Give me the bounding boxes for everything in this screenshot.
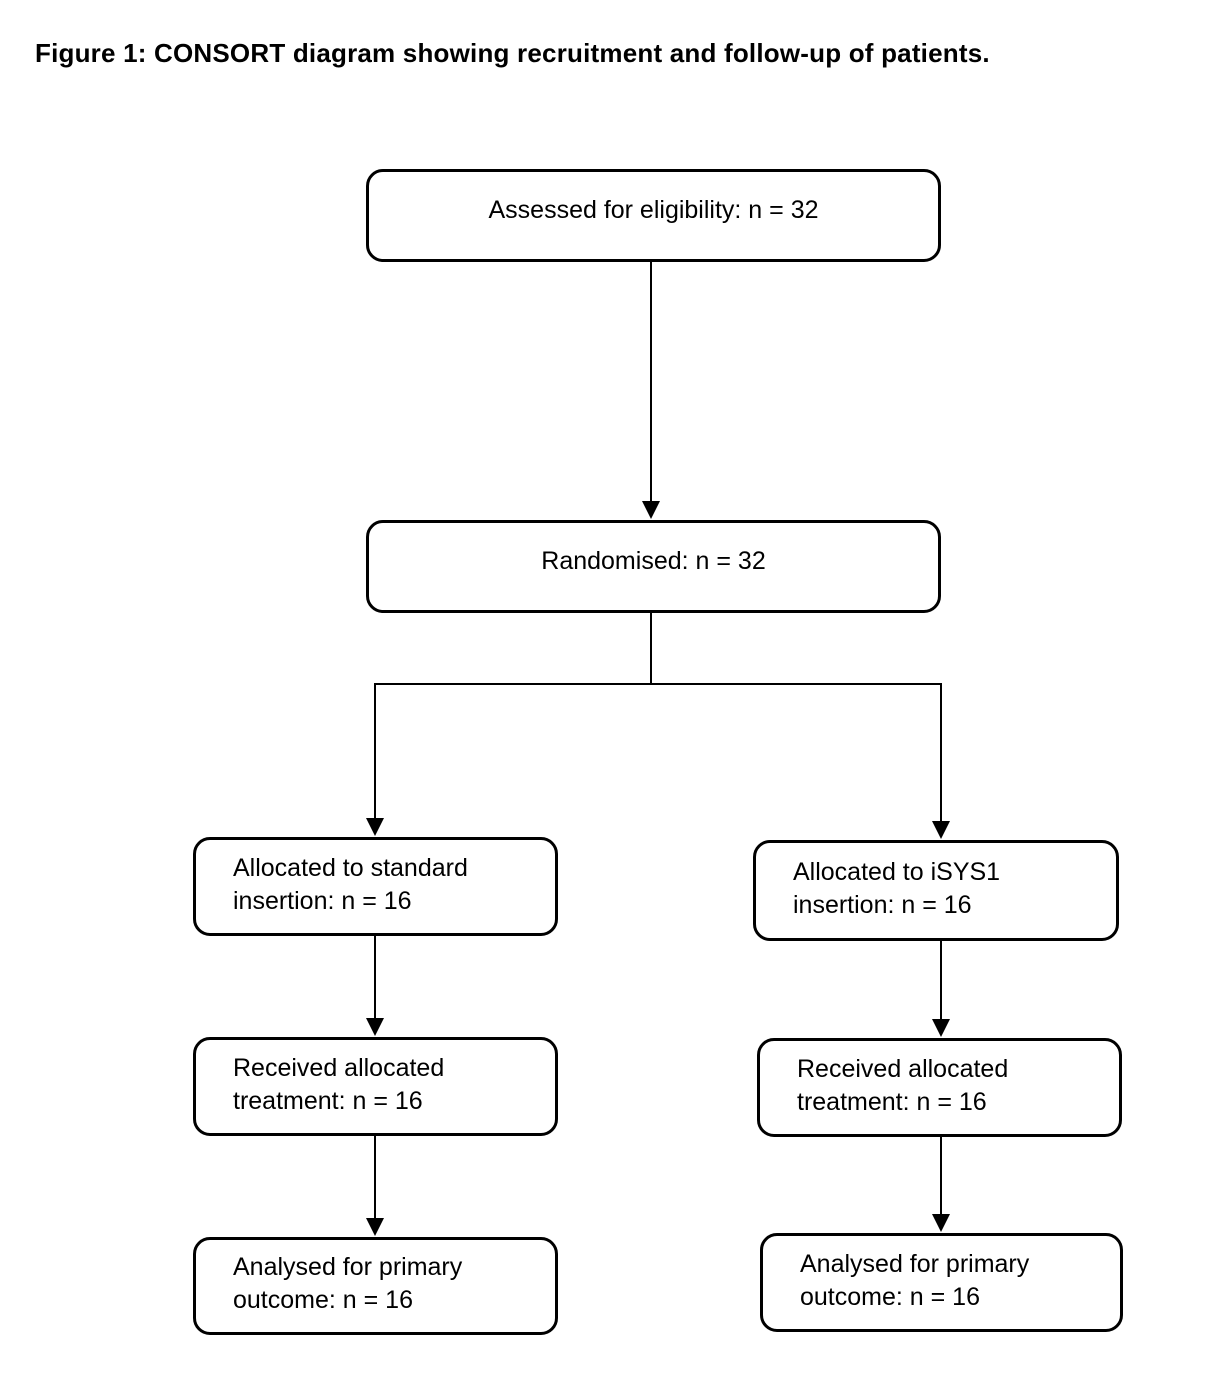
node-label: Allocated to standard insertion: n = 16: [233, 853, 468, 915]
node-label: Received allocated treatment: n = 16: [797, 1054, 1009, 1116]
node-label: Assessed for eligibility: n = 32: [488, 196, 819, 224]
edge-allocated-received-isys1: [932, 941, 950, 1037]
node-analysed-primary-outcome-standard: Analysed for primary outcome: n = 16: [193, 1237, 558, 1335]
node-label: Allocated to iSYS1 insertion: n = 16: [793, 857, 1001, 919]
node-randomised: Randomised: n = 32: [366, 520, 941, 613]
edge-allocated-received-standard: [366, 936, 384, 1036]
edge-split-allocated-isys1: [932, 683, 950, 839]
edge-assessed-randomised: [642, 262, 660, 519]
node-label: Analysed for primary outcome: n = 16: [233, 1253, 463, 1314]
node-assessed-for-eligibility: Assessed for eligibility: n = 32: [366, 169, 941, 262]
node-label: Received allocated treatment: n = 16: [233, 1053, 445, 1115]
node-allocated-isys1-insertion: Allocated to iSYS1 insertion: n = 16: [753, 840, 1119, 941]
node-received-treatment-isys1: Received allocated treatment: n = 16: [757, 1038, 1122, 1137]
node-label: Analysed for primary outcome: n = 16: [800, 1249, 1030, 1311]
edge-received-analysed-standard: [366, 1136, 384, 1236]
edge-received-analysed-isys1: [932, 1137, 950, 1232]
edge-split-allocated-standard: [366, 683, 384, 836]
edge-randomised-split: [375, 613, 941, 685]
node-label: Randomised: n = 32: [541, 547, 766, 575]
node-analysed-primary-outcome-isys1: Analysed for primary outcome: n = 16: [760, 1233, 1123, 1332]
node-received-treatment-standard: Received allocated treatment: n = 16: [193, 1037, 558, 1136]
node-allocated-standard-insertion: Allocated to standard insertion: n = 16: [193, 837, 558, 936]
figure-caption: Figure 1: CONSORT diagram showing recrui…: [35, 38, 990, 68]
